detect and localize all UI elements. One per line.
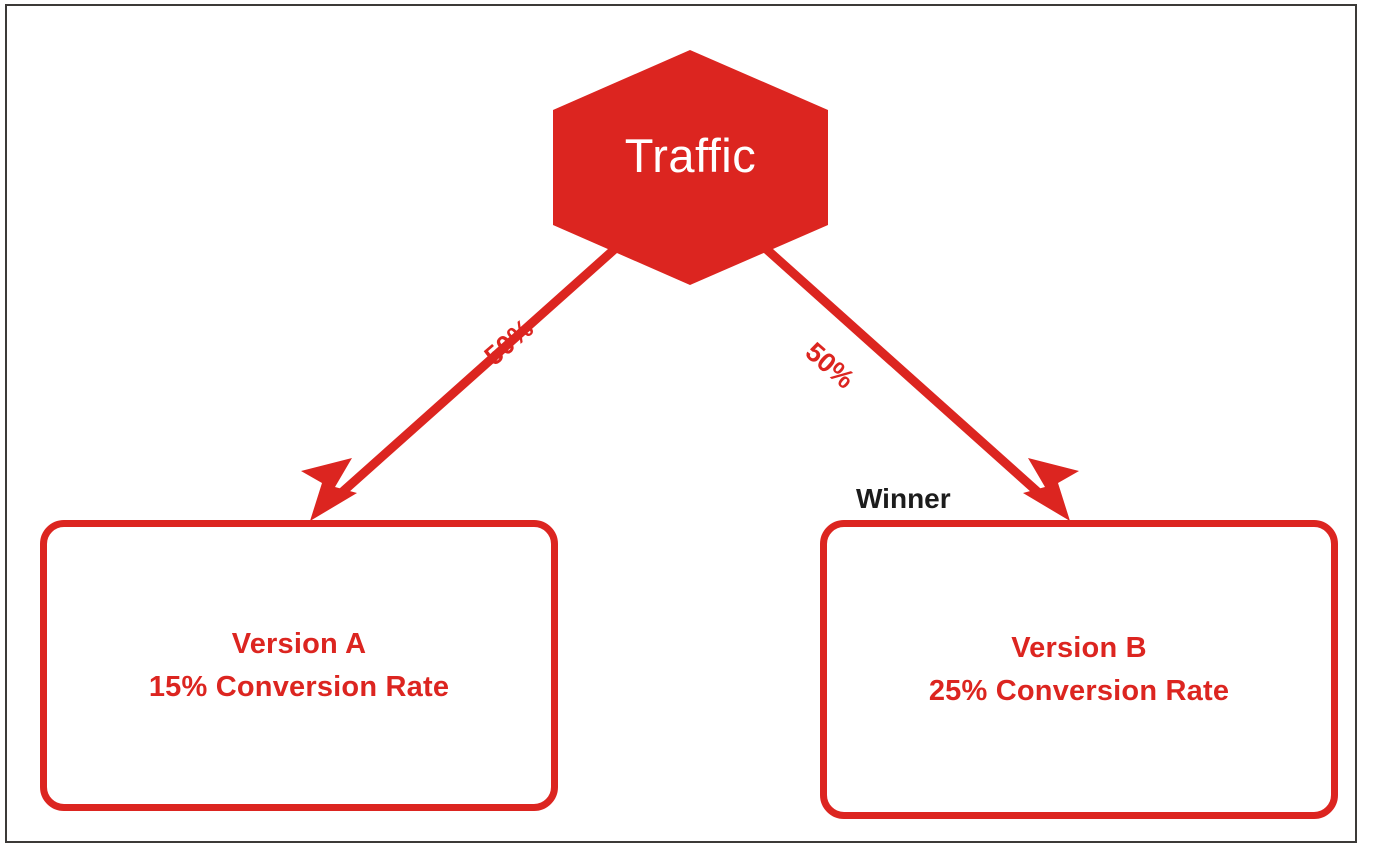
- node-box-version-a[interactable]: Version A 15% Conversion Rate: [40, 520, 558, 811]
- arrowhead-to-version-a: [301, 458, 357, 521]
- winner-badge: Winner: [856, 483, 951, 514]
- hexagon-traffic-label: Traffic: [624, 129, 757, 182]
- edge-line-to-version-a: [327, 243, 620, 507]
- hexagon-traffic-node[interactable]: [553, 50, 828, 285]
- node-box-version-b[interactable]: Version B 25% Conversion Rate: [820, 520, 1338, 819]
- node-box-version-a-label: Version A 15% Conversion Rate: [148, 627, 450, 703]
- edge-line-to-version-b: [760, 243, 1054, 507]
- node-box-version-b-label: Version B 25% Conversion Rate: [928, 631, 1230, 707]
- arrowhead-to-version-b: [1023, 458, 1079, 521]
